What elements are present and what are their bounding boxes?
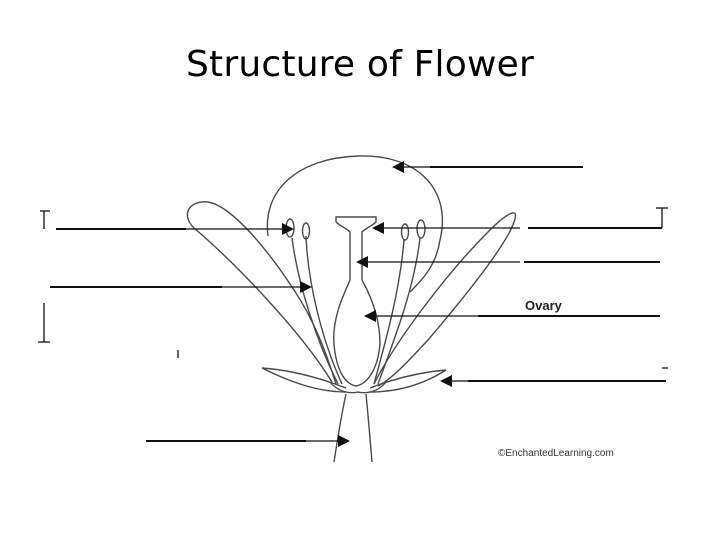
arrow-petal — [392, 161, 404, 173]
arrow-stigma — [372, 222, 384, 234]
anther-left-2 — [301, 222, 311, 240]
petal-dome — [266, 155, 444, 293]
filament-left-2 — [305, 235, 343, 385]
arrow-filament — [300, 281, 312, 293]
receptacle — [329, 381, 387, 394]
petal-right — [373, 212, 517, 387]
stem — [333, 393, 373, 463]
arrow-sepal — [440, 375, 452, 387]
credit-text: ©EnchantedLearning.com — [498, 448, 614, 459]
arrow-style — [356, 256, 368, 268]
style — [335, 221, 351, 280]
sepal-right — [369, 369, 447, 393]
slide-title: Structure of Flower — [186, 44, 534, 85]
filament-right-2 — [377, 237, 421, 385]
stigma — [335, 216, 377, 280]
arrow-anther-left — [282, 223, 294, 235]
anther-right-2 — [416, 219, 426, 239]
filament-right-1 — [373, 239, 405, 385]
label-ovary: Ovary — [525, 298, 563, 313]
filament-left-1 — [291, 237, 339, 385]
sepal-left — [261, 367, 347, 393]
anther-right-1 — [400, 223, 410, 241]
ovary — [333, 279, 381, 387]
arrow-ovary — [364, 310, 376, 322]
petal-left — [186, 201, 337, 385]
arrow-stem — [338, 435, 350, 447]
